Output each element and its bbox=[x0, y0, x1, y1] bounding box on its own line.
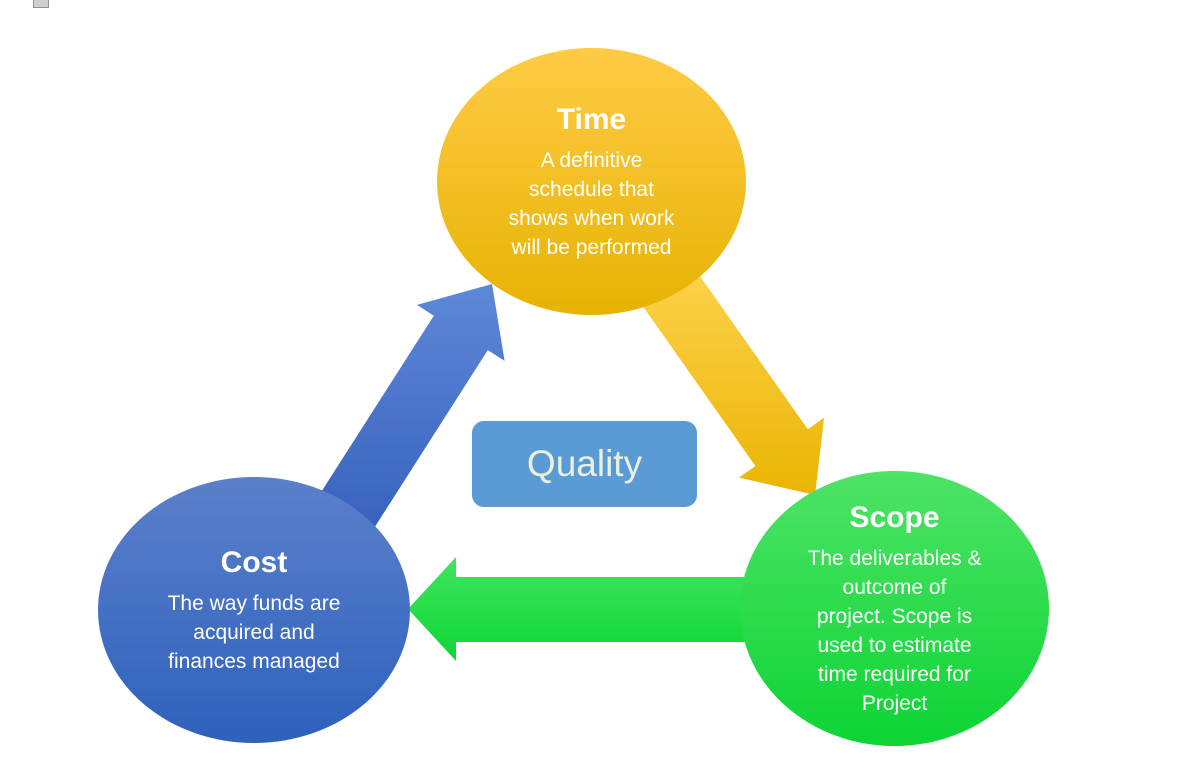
window-fragment-icon bbox=[33, 0, 49, 8]
arrow-cost-to-time[interactable] bbox=[313, 284, 505, 540]
node-time-description: A definitive schedule that shows when wo… bbox=[508, 149, 675, 259]
node-scope[interactable]: Scope The deliverables & outcome of proj… bbox=[740, 471, 1049, 746]
node-quality[interactable]: Quality bbox=[472, 421, 697, 507]
node-scope-title: Scope bbox=[849, 501, 940, 534]
arrow-time-to-scope[interactable] bbox=[633, 256, 825, 495]
node-scope-description: The deliverables & outcome of project. S… bbox=[807, 547, 982, 715]
node-quality-label: Quality bbox=[526, 443, 643, 484]
arrow-scope-to-cost[interactable] bbox=[408, 557, 755, 661]
node-time[interactable]: Time A definitive schedule that shows wh… bbox=[437, 48, 746, 315]
node-cost-description: The way funds are acquired and finances … bbox=[167, 592, 341, 673]
node-time-title: Time bbox=[556, 103, 627, 136]
node-cost-title: Cost bbox=[220, 546, 288, 579]
node-cost[interactable]: Cost The way funds are acquired and fina… bbox=[98, 477, 410, 743]
